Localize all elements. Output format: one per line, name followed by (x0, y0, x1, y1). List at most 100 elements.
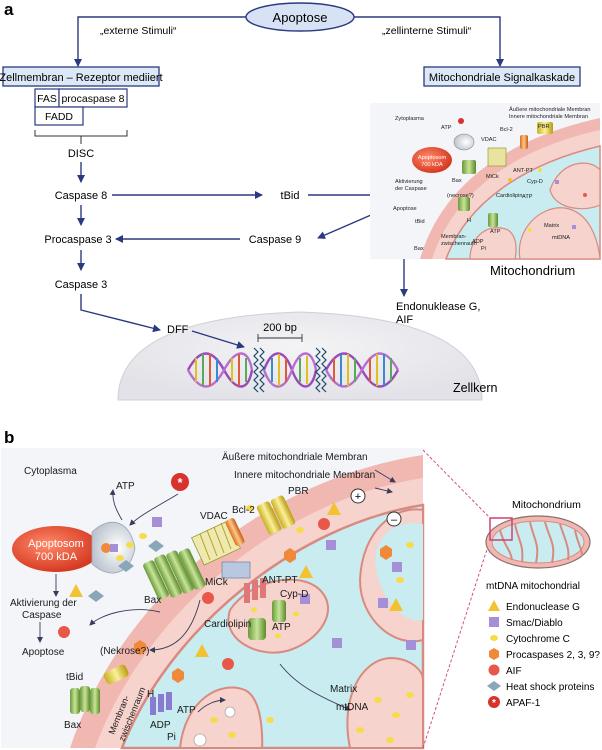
legend-item: Cytochrome C (490, 634, 570, 645)
panel-b-illustration: * (1, 448, 425, 750)
legend-item: Smac/Diablo (489, 617, 563, 629)
mini-necrose-label: (necrose?) (447, 193, 474, 199)
proton-channel (150, 692, 172, 715)
pi-label: Pi (167, 732, 176, 743)
h-label: H (147, 689, 154, 700)
hexagon-legend-icon (489, 648, 499, 660)
legend-item-label: Procaspases 2, 3, 9? (506, 650, 600, 661)
funnel-core (101, 543, 111, 553)
caspase9-label: Caspase 9 (249, 234, 302, 246)
zoom-lines (422, 449, 491, 749)
mini-membran2-label: zwischenraum (441, 241, 477, 247)
mini-mitochondrion (370, 103, 601, 260)
apaf1-marker: * (171, 473, 189, 491)
triangle-legend-icon (488, 600, 500, 611)
dff-label: DFF (167, 324, 189, 336)
bcl2-shape (225, 518, 245, 546)
diamond-legend-icon (487, 681, 501, 691)
mini-cypd-label: Cyp-D (527, 179, 543, 185)
bp200-bracket: 200 bp (257, 322, 303, 342)
mito-cascade-box: Mitochondriale Signalkaskade (423, 66, 581, 87)
mini-tbid-label: tBid (415, 219, 425, 225)
apoptosom-shape (12, 526, 100, 572)
small-mitochondrion (485, 515, 591, 569)
caspase3-label: Caspase 3 (55, 279, 108, 291)
apoptose-label: Apoptose (273, 10, 328, 25)
nekrose-label: (Nekrose?) (100, 646, 149, 657)
mini-kda-label: 700 kDA (421, 162, 443, 168)
bp200-label: 200 bp (263, 322, 297, 334)
fas-label: FAS (37, 93, 57, 105)
charge-minus: – (386, 511, 402, 527)
atp2-label: ATP (272, 622, 291, 633)
caspase8-label: Caspase 8 (55, 190, 108, 202)
pbr-label: PBR (288, 486, 309, 497)
mini-aktivierung2-label: der Caspase (395, 186, 427, 192)
mini-aktivierung1-label: Aktivierung (395, 179, 423, 185)
mini-bax-label: Bax (452, 178, 462, 184)
mini-bax2-label: Bax (414, 246, 424, 252)
bax-bottom-shape (70, 686, 100, 714)
legend-item-label: Endonuclease G (506, 602, 580, 613)
mini-apoptosom-label: Apoptosom (418, 155, 447, 161)
tbid-label: tBid (281, 190, 300, 202)
mini-pbr-label: PBR (538, 124, 550, 130)
pbr-shape (256, 495, 296, 535)
antpt-shape (244, 578, 266, 603)
legend-item-label: Heat shock proteins (506, 682, 594, 693)
aif-label: AIF (396, 314, 413, 326)
mitochondrium-label: Mitochondrium (490, 263, 575, 278)
star-glyph-icon: * (492, 698, 496, 709)
adp-label: ADP (150, 720, 171, 731)
legend-title: mtDNA mitochondrial (486, 581, 580, 592)
bax-label: Bax (144, 595, 161, 606)
atp-arrow (109, 489, 123, 521)
atp3-label: ATP (177, 705, 196, 716)
mini-h-label: H (467, 218, 471, 224)
mini-matrix-label: Matrix (544, 223, 559, 229)
mini-zytoplasma-label: Zytoplasma (395, 116, 425, 122)
legend: mtDNA mitochondrial Endonuclease G Smac/D… (486, 581, 600, 709)
legend-item-label: Smac/Diablo (506, 618, 563, 629)
apaf-arrow (129, 493, 179, 526)
internal-stimuli-label: „zellinterne Stimuli“ (382, 25, 472, 37)
antpt-label: ANT-PT (262, 575, 298, 586)
bax-cyto-arrow (89, 609, 161, 626)
mini-outer-membrane-label: Äußere mitochondriale Membran (509, 106, 590, 113)
outer-membrane-pointer (374, 469, 396, 483)
membrane-receptor-box: Zellmembran – Rezeptor mediiert (0, 66, 163, 87)
legend-item-label: Cytochrome C (506, 634, 570, 645)
circle-legend-icon (488, 664, 500, 676)
bcl2-label: Bcl-2 (232, 505, 255, 516)
star-legend-icon (488, 696, 500, 708)
endonuclease-label: Endonuklease G, (396, 301, 480, 313)
minus-sign: – (391, 514, 398, 526)
panel-a-label: a (4, 0, 14, 19)
legend-item: Procaspases 2, 3, 9? (489, 648, 600, 661)
apoptosom-label: Apoptosom (28, 538, 84, 550)
legend-item-label: AIF (506, 666, 522, 677)
matrix-label: Matrix (330, 684, 357, 695)
mick-shape (221, 561, 251, 579)
mtdna-label: mtDNA (336, 702, 369, 713)
membrane-receptor-label: Zellmembran – Rezeptor mediiert (0, 72, 163, 84)
procaspase3-label: Procaspase 3 (44, 234, 111, 246)
mini-bcl2-label: Bcl-2 (500, 127, 513, 133)
mick-label: MiCk (205, 577, 229, 588)
tbid-shape (103, 664, 129, 685)
bax2-label: Bax (64, 720, 81, 731)
mini-pi-label: Pi (481, 246, 486, 252)
panel-b-label: b (4, 428, 14, 447)
zellkern-label: Zellkern (453, 381, 498, 395)
mini-antpt-label: ANT-PT (513, 168, 533, 174)
atp-label: ATP (116, 481, 135, 492)
legend-item: Heat shock proteins (487, 681, 594, 693)
mini-mick-label: MiCk (486, 174, 499, 180)
atp3-arrow (197, 697, 226, 713)
crista-left-bottom (178, 686, 264, 749)
mini-atp-label: ATP (441, 125, 452, 131)
kda-label: 700 kDA (35, 551, 78, 563)
cardiolipin-shape (248, 618, 266, 640)
legend-item-label: APAF-1 (506, 698, 541, 709)
